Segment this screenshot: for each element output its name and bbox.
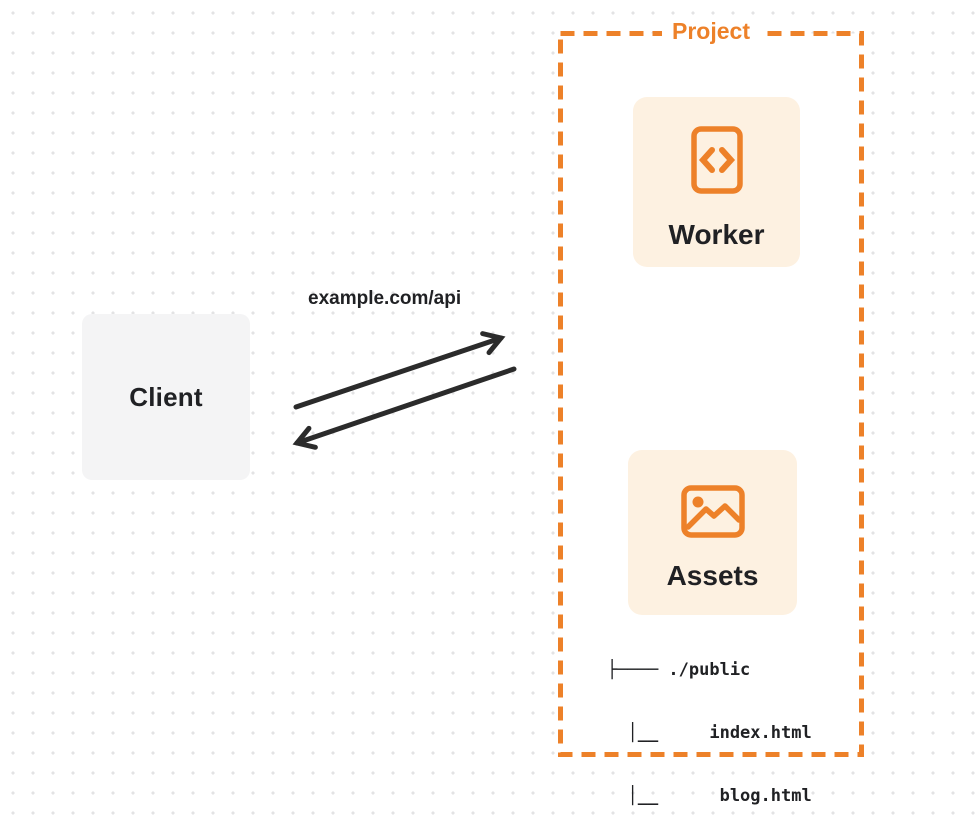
assets-node-label: Assets xyxy=(666,560,759,591)
request-url-label: example.com/api xyxy=(308,288,462,309)
file-tree-line-public: ├──── ./public xyxy=(607,660,751,680)
assets-file-tree: ├──── ./public │__ index.html │__ blog.h… xyxy=(607,618,812,818)
worker-node: Worker xyxy=(633,97,800,267)
client-node: Client xyxy=(82,314,250,480)
assets-node: Assets xyxy=(628,450,797,615)
image-icon xyxy=(680,485,745,538)
file-tree-line-blog: │__ blog.html xyxy=(607,786,812,806)
file-tree-line-index: │__ index.html xyxy=(607,723,812,743)
project-group-label: Project xyxy=(662,18,760,45)
code-icon xyxy=(690,126,743,194)
project-group: Project Worker Assets ├──── ./public │__… xyxy=(558,18,864,806)
worker-node-label: Worker xyxy=(668,219,765,250)
request-arrow xyxy=(293,331,506,410)
client-node-label: Client xyxy=(129,381,203,412)
response-arrow xyxy=(292,366,517,450)
